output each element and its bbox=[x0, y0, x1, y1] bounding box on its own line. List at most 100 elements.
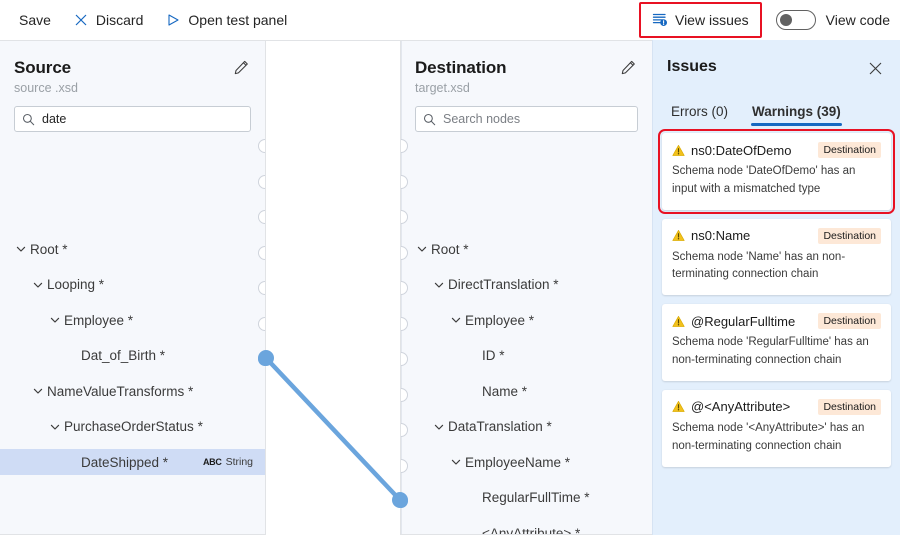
issue-card-header: @<AnyAttribute> Destination bbox=[672, 398, 881, 415]
tree-node-label: Name * bbox=[482, 383, 528, 399]
issue-node-name: @<AnyAttribute> bbox=[691, 399, 791, 415]
destination-tree-node[interactable]: Employee * bbox=[401, 307, 652, 333]
warning-triangle-icon bbox=[672, 315, 685, 328]
source-search-value: date bbox=[42, 112, 67, 126]
node-connector-handle[interactable] bbox=[258, 352, 265, 366]
source-tree-node[interactable]: Employee * bbox=[0, 307, 265, 333]
view-issues-button[interactable]: View issues bbox=[645, 6, 756, 34]
mapping-canvas[interactable] bbox=[266, 40, 400, 535]
open-test-panel-button[interactable]: Open test panel bbox=[156, 4, 296, 36]
tree-node-label: Root * bbox=[431, 241, 469, 257]
tree-node-label: Employee * bbox=[465, 312, 535, 328]
issue-description: Schema node 'RegularFulltime' has an non… bbox=[672, 336, 869, 367]
issues-tab-label: Errors (0) bbox=[671, 104, 728, 119]
issue-name-group: @<AnyAttribute> bbox=[672, 399, 790, 414]
abc-string-icon: ABC bbox=[202, 457, 222, 467]
node-connector-handle[interactable] bbox=[258, 139, 265, 153]
chevron-down-icon[interactable] bbox=[48, 314, 61, 327]
issue-name-group: ns0:Name bbox=[672, 228, 750, 243]
source-search-input[interactable]: date bbox=[14, 106, 251, 132]
chevron-down-icon[interactable] bbox=[432, 420, 445, 433]
chevron-down-icon[interactable] bbox=[415, 243, 428, 256]
node-connector-handle[interactable] bbox=[401, 316, 408, 331]
issue-description: Schema node '<AnyAttribute>' has an non-… bbox=[672, 421, 865, 452]
issues-panel-header: Issues bbox=[653, 40, 900, 84]
destination-tree-node[interactable]: Root * bbox=[401, 236, 652, 262]
close-icon[interactable] bbox=[865, 58, 886, 84]
source-tree-node[interactable]: Dat_of_Birth * bbox=[0, 343, 265, 369]
tree-node-label: DataTranslation * bbox=[448, 419, 552, 434]
toolbar-right-group: View issues View code bbox=[638, 2, 890, 38]
tree-node-label: Employee * bbox=[64, 312, 134, 328]
chevron-down-icon[interactable] bbox=[14, 243, 27, 256]
issue-scope-badge: Destination bbox=[818, 142, 881, 158]
warning-triangle-icon bbox=[672, 229, 685, 242]
node-connector-handle[interactable] bbox=[258, 210, 265, 224]
destination-tree-node[interactable]: EmployeeName * bbox=[401, 449, 652, 475]
issue-scope-badge: Destination bbox=[818, 398, 881, 415]
tree-node-label: Looping * bbox=[47, 277, 105, 292]
search-icon bbox=[22, 113, 35, 126]
node-connector-handle[interactable] bbox=[401, 174, 408, 189]
search-icon bbox=[423, 113, 436, 126]
source-tree-node[interactable]: Root * bbox=[0, 236, 265, 262]
close-x-icon bbox=[73, 12, 89, 28]
chevron-down-icon[interactable] bbox=[449, 456, 462, 469]
open-test-panel-label: Open test panel bbox=[188, 12, 288, 28]
issues-tab-warnings[interactable]: Warnings (39) bbox=[742, 98, 851, 129]
chevron-down-icon[interactable] bbox=[48, 420, 61, 433]
destination-tree-node[interactable]: Name * bbox=[401, 378, 652, 404]
chevron-down-icon[interactable] bbox=[31, 278, 44, 291]
source-tree-node[interactable]: PurchaseOrderStatus * bbox=[0, 414, 265, 440]
pencil-icon[interactable] bbox=[232, 58, 251, 82]
view-issues-label: View issues bbox=[674, 12, 749, 28]
destination-tree-node[interactable]: <AnyAttribute> * bbox=[401, 520, 652, 535]
chevron-down-icon[interactable] bbox=[432, 278, 445, 291]
node-connector-handle[interactable] bbox=[401, 139, 408, 153]
node-connector-handle[interactable] bbox=[401, 458, 408, 473]
node-connector-handle[interactable] bbox=[401, 245, 408, 260]
issues-tab-errors[interactable]: Errors (0) bbox=[661, 98, 738, 129]
node-connector-handle[interactable] bbox=[401, 387, 408, 402]
node-connector-handle[interactable] bbox=[258, 245, 265, 260]
issues-list-icon bbox=[652, 11, 668, 30]
chevron-down-icon[interactable] bbox=[449, 314, 462, 327]
issue-node-name: @RegularFulltime bbox=[691, 313, 796, 329]
tree-node-label: <AnyAttribute> * bbox=[482, 525, 581, 535]
source-subtitle: source .xsd bbox=[14, 81, 78, 95]
destination-title: Destination bbox=[415, 58, 507, 77]
discard-button[interactable]: Discard bbox=[64, 4, 152, 36]
pencil-icon[interactable] bbox=[619, 58, 638, 82]
discard-label: Discard bbox=[95, 12, 144, 28]
destination-search-input[interactable]: Search nodes bbox=[415, 106, 638, 132]
node-connector-handle[interactable] bbox=[258, 174, 265, 189]
node-connector-handle[interactable] bbox=[258, 281, 265, 295]
tree-node-label: RegularFullTime * bbox=[482, 490, 590, 505]
destination-tree-node[interactable]: DirectTranslation * bbox=[401, 272, 652, 298]
source-connector-rail bbox=[265, 41, 266, 534]
destination-tree-node[interactable]: ID * bbox=[401, 343, 652, 369]
node-connector-handle[interactable] bbox=[258, 316, 265, 331]
tree-node-label: NameValueTransforms * bbox=[47, 383, 194, 399]
destination-tree-node[interactable]: DataTranslation * bbox=[401, 414, 652, 440]
view-code-toggle[interactable] bbox=[775, 10, 816, 30]
source-tree-node[interactable]: NameValueTransforms * bbox=[0, 378, 265, 404]
issues-title: Issues bbox=[667, 58, 717, 75]
source-tree-node[interactable]: Looping * bbox=[0, 272, 265, 298]
destination-tree-node[interactable]: RegularFullTime * bbox=[401, 485, 652, 511]
destination-panel-header: Destination target.xsd bbox=[401, 41, 652, 95]
node-type-label: String bbox=[225, 456, 253, 468]
destination-subtitle: target.xsd bbox=[415, 81, 470, 95]
save-button[interactable]: Save bbox=[10, 4, 60, 36]
node-connector-handle[interactable] bbox=[401, 210, 408, 224]
play-triangle-icon bbox=[165, 12, 181, 28]
tree-node-label: EmployeeName * bbox=[465, 454, 571, 470]
top-toolbar: Save Discard Open test panel bbox=[0, 0, 900, 40]
chevron-down-icon[interactable] bbox=[31, 385, 44, 398]
